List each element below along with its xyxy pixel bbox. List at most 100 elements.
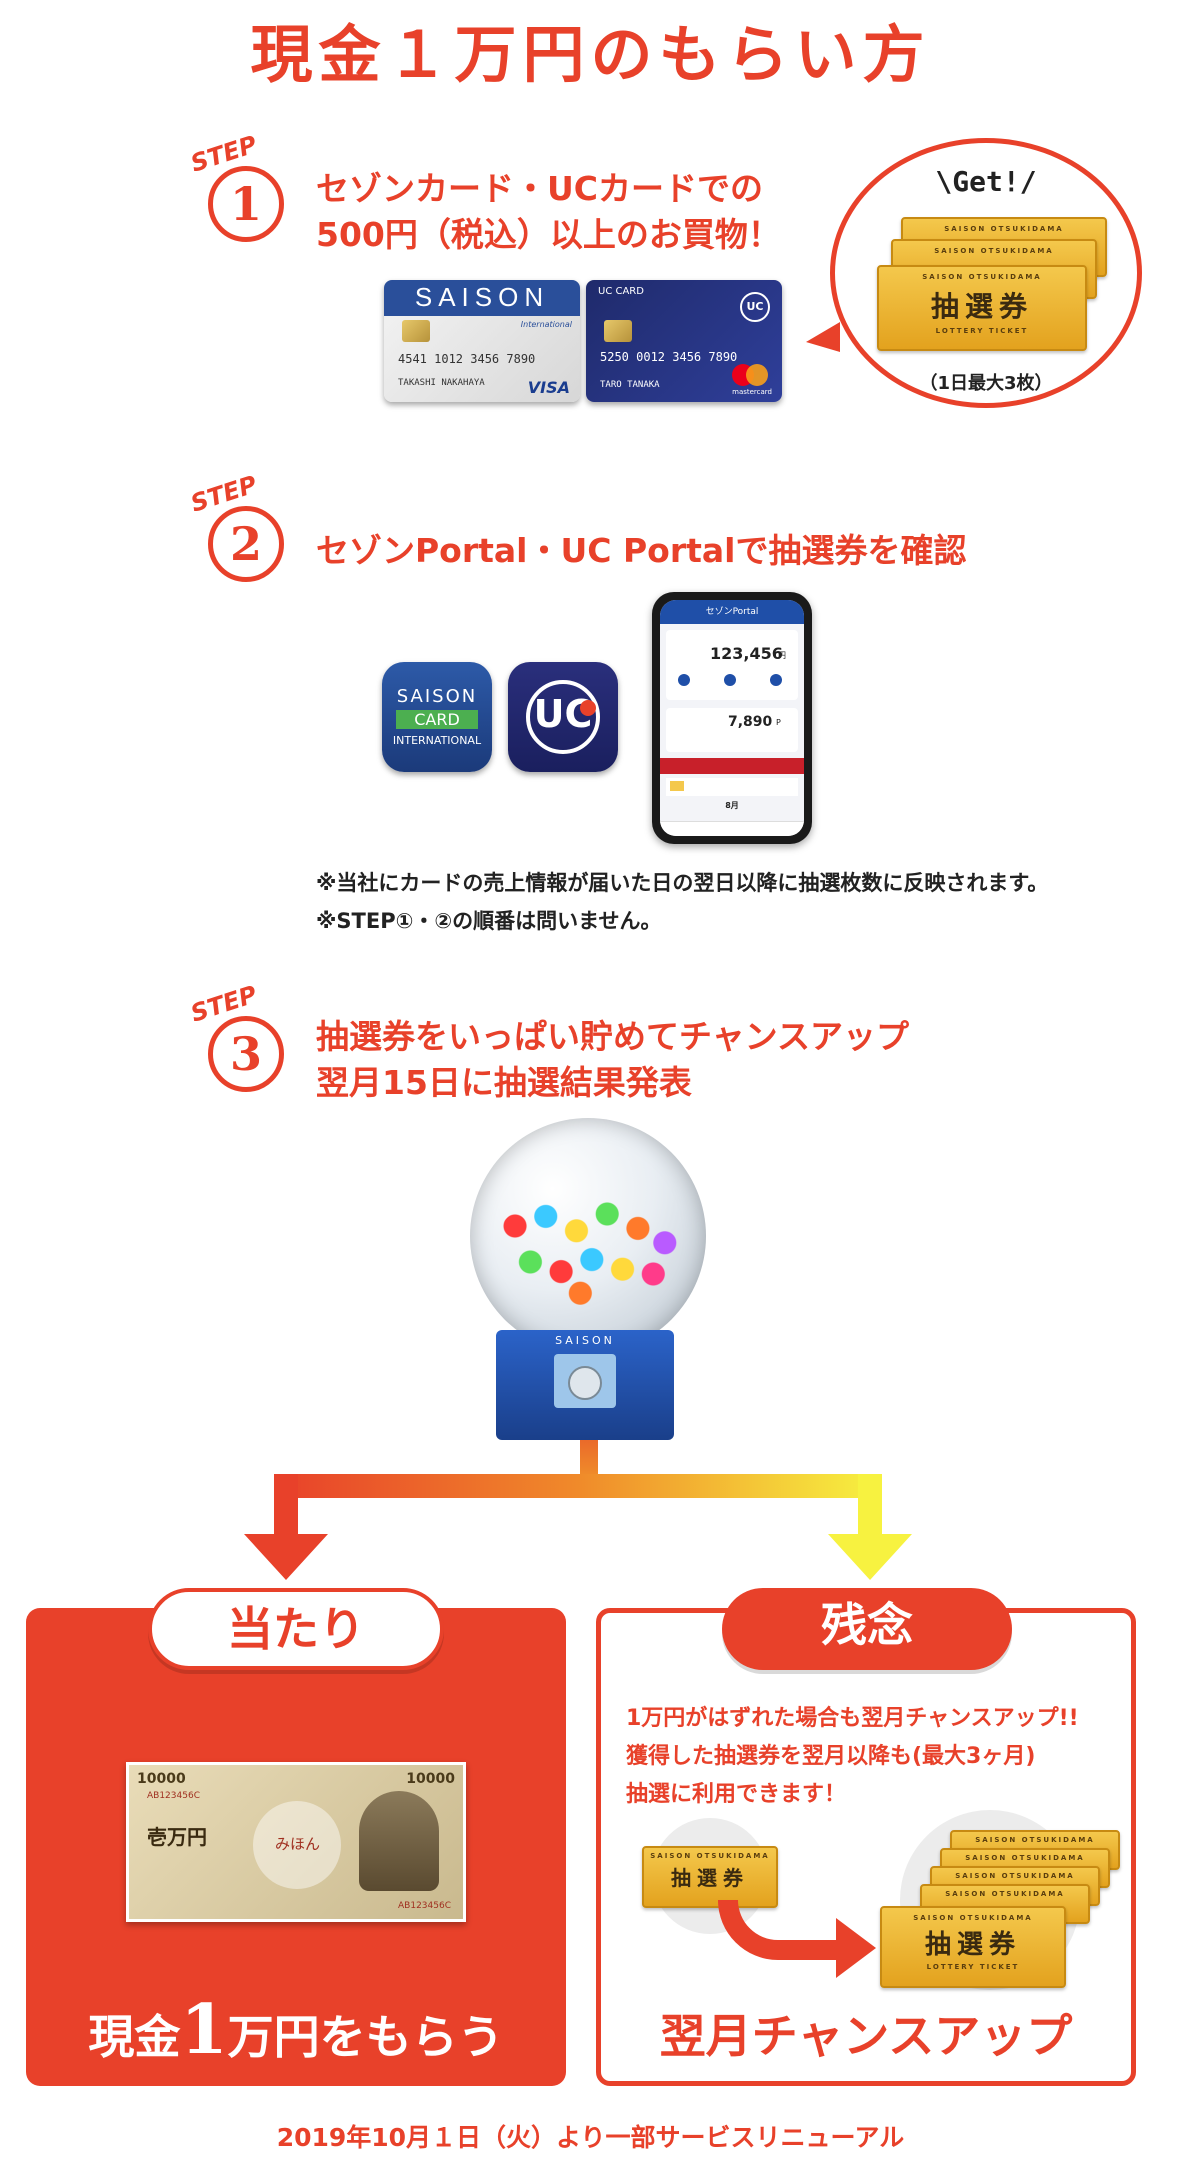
step-3-circle: 3 <box>208 1016 284 1092</box>
uc-app-icon: UC <box>508 662 618 772</box>
uc-card-number: 5250 0012 3456 7890 <box>600 350 738 364</box>
stack-ticket-5-caption: SAISON OTSUKIDAMA <box>975 1836 1095 1844</box>
ticket-limit-caption: （1日最大3枚） <box>919 373 1053 394</box>
uc-card-network: mastercard <box>732 388 772 396</box>
phone-banner <box>660 758 804 774</box>
win-bottom-b: 万円をもらう <box>227 2010 504 2064</box>
bill-portrait <box>359 1791 439 1891</box>
uc-app-label: UC <box>533 692 593 736</box>
bill-value-left: 10000 <box>137 1771 186 1787</box>
curved-arrow-head-icon <box>836 1918 876 1978</box>
phone-month: 8月 <box>725 801 739 810</box>
ticket-back-2-caption: SAISON OTSUKIDAMA <box>944 225 1064 233</box>
uc-logo-icon: UC <box>740 292 770 322</box>
gacha-base: SAISON <box>496 1330 674 1440</box>
arrow-bar <box>274 1474 882 1498</box>
bill-value-right: 10000 <box>406 1771 455 1787</box>
saison-card-number: 4541 1012 3456 7890 <box>398 352 536 366</box>
notes: ※当社にカードの売上情報が届いた日の翌日以降に抽選枚数に反映されます。 ※STE… <box>316 864 1048 940</box>
footer-text: 2019年10月１日（火）より一部サービスリニューアル <box>276 2123 905 2152</box>
step-3-line-1: 抽選券をいっぱい貯めてチャンスアップ <box>316 1017 910 1056</box>
saison-card-sub: International <box>520 320 572 329</box>
phone-balance-card: 123,456 円 <box>666 630 798 700</box>
step-2-number: 2 <box>229 517 262 571</box>
step-1-badge: STEP 1 <box>187 130 300 260</box>
saison-card-image: SAISON International 4541 1012 3456 7890… <box>384 280 580 402</box>
gacha-balls <box>492 1190 684 1310</box>
step-3-text: 抽選券をいっぱい貯めてチャンスアップ 翌月15日に抽選結果発表 <box>316 1014 909 1106</box>
saison-card-band <box>384 280 580 316</box>
phone-points-unit: P <box>776 718 781 727</box>
gacha-brand: SAISON <box>555 1334 615 1347</box>
gacha-knob-icon <box>568 1366 602 1400</box>
lose-bottom-text: 翌月チャンスアップ <box>659 2009 1073 2063</box>
saison-card-holder: TAKASHI NAKAHAYA <box>398 378 485 388</box>
get-text: \Get!/ <box>935 165 1037 198</box>
mastercard-logo-icon <box>732 364 768 386</box>
bill-serial-top: AB123456C <box>147 1791 200 1801</box>
small-ticket: SAISON OTSUKIDAMA 抽選券 <box>642 1846 778 1908</box>
note-2: ※STEP①・②の順番は問いません。 <box>316 909 662 933</box>
stack-ticket-3-caption: SAISON OTSUKIDAMA <box>955 1872 1075 1880</box>
arrow-left-head-icon <box>244 1534 328 1580</box>
ticket-bottom-caption: LOTTERY TICKET <box>935 327 1029 335</box>
bill-serial-bottom: AB123456C <box>398 1901 451 1911</box>
win-bottom-text: 現金1万円をもらう <box>26 1990 566 2070</box>
step-3-number: 3 <box>229 1027 262 1081</box>
phone-amount: 123,456 <box>710 644 783 663</box>
phone-lottery-row <box>666 778 798 796</box>
ticket-top-caption: SAISON OTSUKIDAMA <box>922 273 1042 281</box>
step-1-line-1: セゾンカード・UCカードでの <box>316 169 764 208</box>
uc-card-brand: UC CARD <box>598 286 644 297</box>
step-2-circle: 2 <box>208 506 284 582</box>
stack-ticket-front: SAISON OTSUKIDAMA 抽選券 LOTTERY TICKET <box>880 1906 1066 1988</box>
lose-line-1: 1万円がはずれた場合も翌月チャンスアップ!! <box>626 1706 1079 1731</box>
gacha-globe <box>470 1118 706 1354</box>
bubble-tail <box>806 322 840 352</box>
step-1-text: セゾンカード・UCカードでの 500円（税込）以上のお買物！ <box>316 166 781 258</box>
small-ticket-top: SAISON OTSUKIDAMA <box>650 1852 770 1860</box>
saison-app-line-1: SAISON <box>396 686 478 707</box>
step-2-line-1: セゾンPortal・UC Portalで抽選券を確認 <box>316 531 967 570</box>
step-2-text: セゾンPortal・UC Portalで抽選券を確認 <box>316 528 966 574</box>
gacha-coin-slot <box>554 1354 616 1408</box>
lose-line-2: 獲得した抽選券を翌月以降も(最大3ヶ月) <box>626 1744 1036 1769</box>
step-1-line-2: 500円（税込）以上のお買物！ <box>316 215 781 254</box>
stack-ticket-top: SAISON OTSUKIDAMA <box>913 1914 1033 1922</box>
chip-icon <box>604 320 632 342</box>
note-1: ※当社にカードの売上情報が届いた日の翌日以降に抽選枚数に反映されます。 <box>316 871 1049 895</box>
stack-ticket-bottom: LOTTERY TICKET <box>926 1963 1020 1971</box>
saison-card-brand: SAISON <box>414 282 550 312</box>
ticket-main-label: 抽選券 <box>930 290 1033 323</box>
phone-amount-unit: 円 <box>778 651 786 660</box>
ticket-front: SAISON OTSUKIDAMA 抽選券 LOTTERY TICKET <box>877 265 1087 351</box>
step-3-badge: STEP 3 <box>187 980 300 1110</box>
phone-tabbar <box>660 821 804 836</box>
get-bubble: \Get!/ SAISON OTSUKIDAMA SAISON OTSUKIDA… <box>830 138 1142 408</box>
phone-screen: セゾンPortal 123,456 円 7,890 P 8月 <box>660 600 804 836</box>
arrow-right-stem <box>858 1474 882 1536</box>
chip-icon <box>402 320 430 342</box>
win-bottom-a: 現金 <box>88 2010 181 2064</box>
ticket-back-1-caption: SAISON OTSUKIDAMA <box>934 247 1054 255</box>
visa-logo: VISA <box>527 378 570 397</box>
step-1-circle: 1 <box>208 166 284 242</box>
arrow-left-stem <box>274 1474 298 1536</box>
saison-app-line-2: CARD <box>396 710 478 729</box>
lose-line-3: 抽選に利用できます！ <box>626 1782 847 1807</box>
step-1-number: 1 <box>229 177 262 231</box>
bill-name: 壱万円 <box>147 1825 207 1849</box>
phone-mockup: セゾンPortal 123,456 円 7,890 P 8月 <box>652 592 812 844</box>
uc-app-dot-icon <box>580 700 596 716</box>
win-label: 当たり <box>148 1588 444 1670</box>
stack-ticket-label: 抽選券 <box>924 1930 1021 1960</box>
phone-points: 7,890 <box>728 714 773 730</box>
phone-header: セゾンPortal <box>660 600 804 624</box>
lose-description: 1万円がはずれた場合も翌月チャンスアップ!! 獲得した抽選券を翌月以降も(最大3… <box>626 1700 1079 1814</box>
saison-app-line-3: INTERNATIONAL <box>392 734 482 747</box>
win-bottom-num: 1 <box>180 1990 228 2070</box>
arrow-right-head-icon <box>828 1534 912 1580</box>
stack-ticket-4-caption: SAISON OTSUKIDAMA <box>965 1854 1085 1862</box>
phone-ticket-icon <box>670 781 684 791</box>
small-ticket-label: 抽選券 <box>671 1866 749 1890</box>
